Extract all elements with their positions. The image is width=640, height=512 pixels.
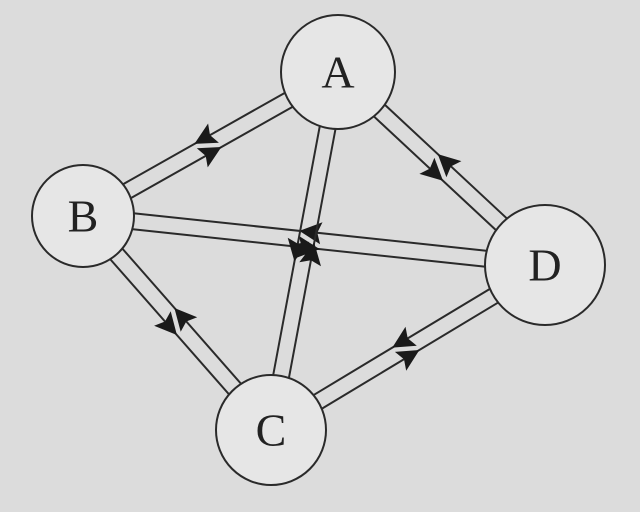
nodes-layer: A B C D [31,14,606,486]
node-c: C [215,374,327,486]
arrow-c-to-b-icon [174,308,198,332]
node-a-circle [280,14,396,130]
node-b: B [31,164,135,268]
node-d-label: D [528,240,561,291]
node-a: A [280,14,396,130]
node-c-circle [215,374,327,486]
arrow-d-to-c-icon [392,326,417,348]
arrow-b-to-a-icon [196,147,222,168]
arrow-a-to-d-icon [419,157,443,181]
arrow-c-to-a-icon [299,242,321,267]
arrow-a-to-c-icon [287,237,310,262]
arrow-d-to-a-icon [437,154,462,178]
node-b-circle [31,164,135,268]
node-d-circle [484,204,606,326]
node-c-label: C [256,405,287,456]
node-a-label: A [321,47,354,98]
arrow-b-to-c-icon [154,311,177,335]
node-d: D [484,204,606,326]
arrow-c-to-d-icon [394,350,420,371]
arrow-b-to-d-icon [296,235,320,258]
node-b-label: B [68,191,99,242]
arrow-a-to-b-icon [194,123,219,144]
edges-layer [109,92,508,410]
